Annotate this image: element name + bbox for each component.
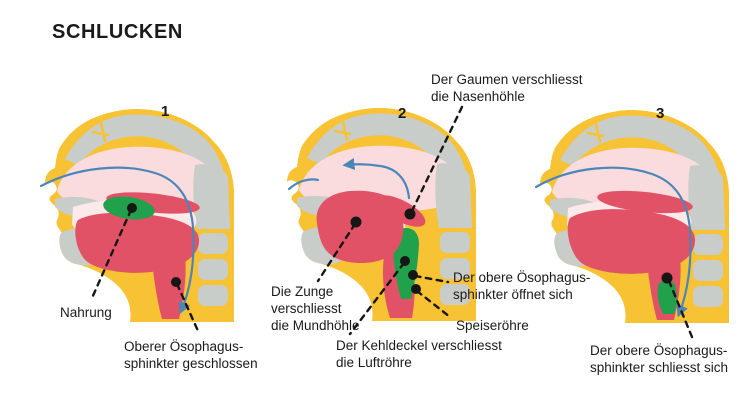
palate (597, 190, 693, 214)
airflow-outside-segment (287, 178, 320, 191)
marker-speiseroehre (411, 284, 421, 294)
leader-zunge (316, 222, 357, 283)
airflow-blocked-arrow (342, 158, 411, 200)
marker-kehldeckel (400, 256, 410, 266)
stage-number-2: 2 (398, 105, 407, 122)
label-oesophagus-oeffnet: Der obere Ösophagus- sphinkter öffnet si… (453, 270, 591, 302)
head-stage-3 (534, 108, 731, 325)
leader-nahrung (90, 208, 133, 300)
tongue (75, 212, 200, 273)
leader-geschlossen (175, 282, 200, 333)
airflow-arrow (534, 166, 692, 318)
tongue (567, 209, 696, 274)
page-title: SCHLUCKEN (52, 21, 183, 43)
food-bolus-esophagus (657, 280, 677, 314)
marker-nahrung (127, 203, 137, 213)
annotations (90, 105, 694, 339)
label-gaumen: Der Gaumen verschliesst die Nasenhöhle (431, 72, 583, 104)
airflow-arrow (39, 166, 195, 315)
leader-schliesst (667, 279, 694, 339)
stage-number-3: 3 (656, 105, 665, 122)
marker-sphinkter-schliesst (661, 272, 673, 284)
label-nahrung: Nahrung (60, 305, 112, 320)
marker-gaumen (404, 208, 416, 220)
head-stage-1 (39, 107, 236, 324)
marker-sphinkter-oeffnet (408, 270, 418, 280)
leader-speiseroehre (415, 289, 452, 319)
stage-number-1: 1 (161, 103, 170, 120)
label-oesophagus-schliesst: Der obere Ösophagus- sphinkter schliesst… (590, 343, 729, 375)
marker-sphinkter-geschlossen (171, 277, 181, 287)
label-speiseroehre: Speiseröhre (456, 318, 529, 333)
leader-kehldeckel (348, 261, 406, 336)
tongue-raised (316, 190, 404, 264)
label-kehldeckel: Der Kehldeckel verschliesst die Luftröhr… (336, 338, 502, 370)
leader-oeffnet (413, 274, 450, 284)
marker-zunge (350, 216, 362, 228)
leader-gaumen (410, 105, 464, 213)
label-oesophagus-geschlossen: Oberer Ösophagus- sphinkter geschlossen (124, 339, 258, 371)
label-zunge: Die Zunge verschliesst die Mundhöhle (271, 284, 360, 333)
